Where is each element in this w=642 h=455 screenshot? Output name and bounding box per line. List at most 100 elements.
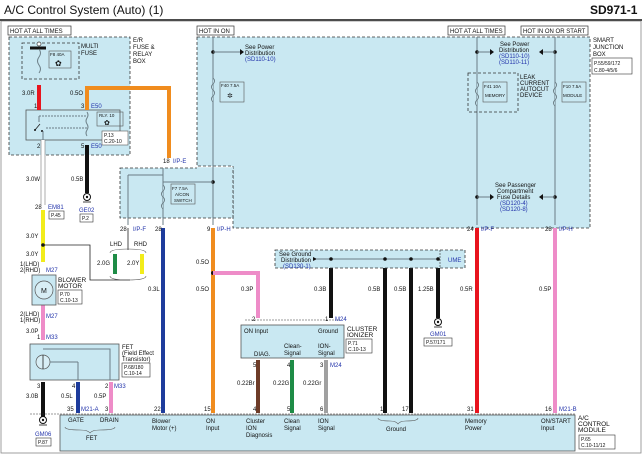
svg-text:BOX: BOX bbox=[593, 52, 606, 58]
svg-text:E/R: E/R bbox=[133, 38, 144, 44]
svg-text:ION: ION bbox=[246, 426, 257, 432]
wire-labels: 3.0R 0.5O 3.0W 0.5B 3.0Y 3.0Y 2.0G 2.0Y … bbox=[22, 91, 551, 400]
svg-text:C.20-10: C.20-10 bbox=[104, 139, 122, 145]
svg-text:ON/START: ON/START bbox=[541, 419, 571, 425]
svg-text:Signal: Signal bbox=[284, 426, 301, 432]
ground-gm01: GM01 P.57/171 bbox=[423, 318, 453, 347]
power-label-hot-in-on: HOT IN ON bbox=[196, 25, 235, 36]
svg-text:5: 5 bbox=[287, 407, 291, 413]
svg-text:M: M bbox=[41, 288, 47, 295]
relay-coil bbox=[85, 111, 89, 137]
svg-text:3.0Y: 3.0Y bbox=[26, 252, 38, 258]
cluster-ionizer: ON Input Ground DIAG. Clean- Signal ION-… bbox=[240, 319, 378, 359]
wire-0.3P bbox=[213, 271, 260, 318]
svg-text:1: 1 bbox=[34, 104, 38, 110]
svg-text:28: 28 bbox=[155, 227, 162, 233]
svg-text:JUNCTION: JUNCTION bbox=[593, 45, 623, 51]
svg-text:0.5B: 0.5B bbox=[71, 177, 83, 183]
svg-text:HOT IN ON: HOT IN ON bbox=[199, 29, 230, 35]
svg-text:0.22G: 0.22G bbox=[273, 381, 290, 387]
svg-text:Signal: Signal bbox=[318, 351, 335, 357]
svg-text:RLY. 10: RLY. 10 bbox=[99, 113, 115, 118]
svg-text:M21-A: M21-A bbox=[81, 407, 99, 413]
pin-labels: 1 3 E50 2 5 E50 18 I/P-E 28 I/P-F 28 9 I… bbox=[20, 104, 577, 413]
svg-text:3.0R: 3.0R bbox=[22, 91, 35, 97]
svg-text:6: 6 bbox=[320, 407, 324, 413]
svg-text:See Ground: See Ground bbox=[279, 252, 311, 258]
svg-text:1(RHD): 1(RHD) bbox=[20, 318, 40, 324]
svg-text:I/P-E: I/P-E bbox=[173, 159, 186, 165]
svg-text:A/C: A/C bbox=[578, 415, 589, 422]
svg-text:See Power: See Power bbox=[245, 45, 274, 51]
svg-text:0.5B: 0.5B bbox=[368, 287, 380, 293]
svg-text:ON: ON bbox=[206, 419, 215, 425]
svg-text:0.5O: 0.5O bbox=[70, 91, 83, 97]
diagram-code: SD971-1 bbox=[590, 3, 638, 17]
svg-text:HOT AT ALL TIMES: HOT AT ALL TIMES bbox=[450, 29, 503, 35]
leak-current-autocut-device bbox=[467, 72, 519, 113]
svg-text:0.3B: 0.3B bbox=[314, 287, 326, 293]
svg-text:28: 28 bbox=[120, 227, 127, 233]
svg-text:F7 7.5A: F7 7.5A bbox=[172, 186, 188, 191]
svg-text:P.45: P.45 bbox=[51, 213, 61, 219]
svg-text:28: 28 bbox=[35, 205, 42, 211]
svg-text:0.5B: 0.5B bbox=[394, 287, 406, 293]
svg-text:1: 1 bbox=[37, 335, 41, 341]
svg-text:A/CON: A/CON bbox=[175, 192, 189, 197]
svg-text:MOTOR: MOTOR bbox=[58, 283, 82, 290]
svg-text:Blower: Blower bbox=[152, 419, 170, 425]
svg-text:Input: Input bbox=[541, 426, 555, 432]
svg-text:CONTROL: CONTROL bbox=[578, 421, 610, 428]
svg-text:MODULE: MODULE bbox=[578, 427, 606, 434]
svg-text:C.10-14: C.10-14 bbox=[124, 371, 142, 377]
svg-text:1: 1 bbox=[380, 407, 384, 413]
svg-text:I/P-F: I/P-F bbox=[481, 227, 494, 233]
svg-text:17: 17 bbox=[402, 407, 409, 413]
svg-text:ON Input: ON Input bbox=[244, 329, 268, 335]
svg-text:E50: E50 bbox=[91, 104, 102, 110]
svg-text:(SD110-11): (SD110-11) bbox=[499, 60, 529, 66]
svg-text:FET: FET bbox=[122, 345, 134, 351]
svg-text:F40 7.5A: F40 7.5A bbox=[221, 83, 239, 88]
svg-text:0.22Gr: 0.22Gr bbox=[303, 381, 321, 387]
power-label-hot-all-times-right: HOT AT ALL TIMES bbox=[447, 25, 506, 36]
power-label-hot-in-on-or-start: HOT IN ON OR START bbox=[520, 25, 589, 36]
svg-text:Ground: Ground bbox=[318, 329, 338, 335]
svg-text:16: 16 bbox=[545, 407, 552, 413]
svg-text:E50: E50 bbox=[91, 144, 102, 150]
smart-junction-box: SMART JUNCTION BOX P.55/59/172 C.80-4/5/… bbox=[119, 36, 633, 229]
svg-text:RELAY: RELAY bbox=[133, 52, 152, 58]
svg-text:3.0B: 3.0B bbox=[26, 394, 38, 400]
svg-text:4: 4 bbox=[253, 407, 257, 413]
svg-text:P.87: P.87 bbox=[38, 440, 48, 446]
svg-text:M27: M27 bbox=[46, 268, 58, 274]
svg-text:15: 15 bbox=[204, 407, 211, 413]
relay-box bbox=[25, 109, 121, 141]
svg-text:GE02: GE02 bbox=[79, 208, 95, 214]
svg-text:Signal: Signal bbox=[318, 426, 335, 432]
svg-text:EM81: EM81 bbox=[48, 205, 64, 211]
ground-ge02: GE02 P.2 bbox=[79, 193, 95, 223]
gear-icon: ✲ bbox=[227, 92, 233, 100]
svg-text:M24: M24 bbox=[330, 363, 342, 369]
svg-text:LHD: LHD bbox=[110, 242, 123, 248]
svg-text:0.22Br: 0.22Br bbox=[237, 381, 255, 387]
svg-text:(SD110-10): (SD110-10) bbox=[499, 54, 530, 60]
svg-text:(SD120-4): (SD120-4) bbox=[500, 201, 528, 207]
svg-text:(SD120-8): (SD120-8) bbox=[500, 207, 528, 213]
svg-text:F8 40A: F8 40A bbox=[50, 52, 65, 57]
svg-text:P.57/171: P.57/171 bbox=[426, 340, 446, 346]
svg-text:P.13: P.13 bbox=[104, 133, 114, 139]
svg-text:4: 4 bbox=[287, 363, 291, 369]
svg-text:24: 24 bbox=[467, 227, 474, 233]
svg-text:3: 3 bbox=[81, 104, 85, 110]
svg-text:SMART: SMART bbox=[593, 38, 614, 44]
svg-text:FET: FET bbox=[86, 436, 98, 442]
svg-text:9: 9 bbox=[207, 227, 211, 233]
svg-text:M27: M27 bbox=[46, 314, 58, 320]
ground-gm06: GM06 P.87 bbox=[35, 416, 52, 447]
ac-switch-fuse-area bbox=[119, 167, 234, 219]
svg-text:M33: M33 bbox=[46, 335, 58, 341]
svg-text:LEAK: LEAK bbox=[520, 75, 535, 81]
svg-text:DEVICE: DEVICE bbox=[520, 93, 542, 99]
